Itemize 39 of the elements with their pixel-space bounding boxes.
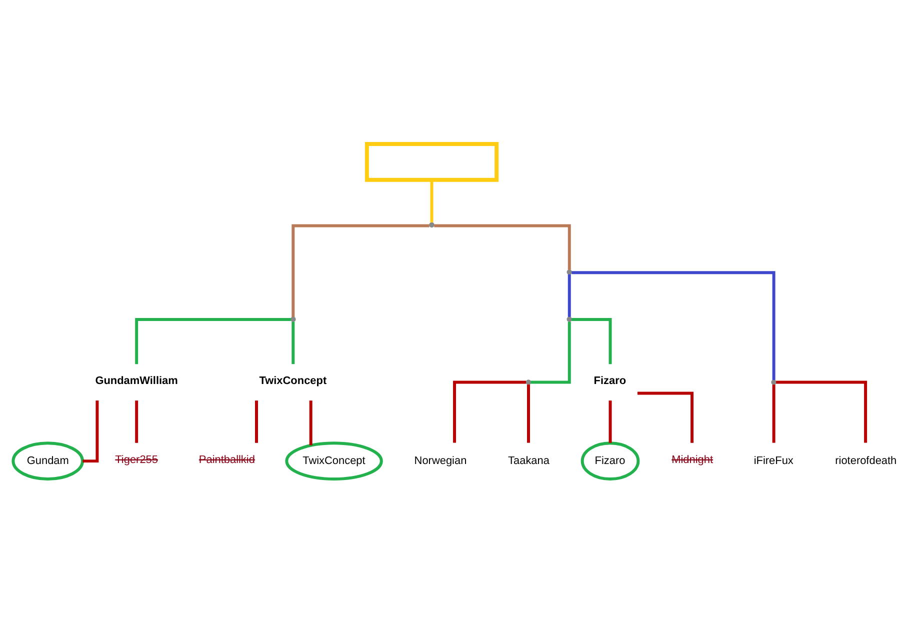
connector [135,400,138,442]
node-text: Midnight [672,453,713,466]
connector [255,400,258,442]
connector [572,317,612,364]
connector [292,321,295,364]
node-text: rioterofdeath [835,454,897,466]
connector [530,321,571,384]
node-text: Tiger255 [115,453,158,466]
node-text: Paintballkid [198,453,255,466]
node-text: Taakana [508,454,550,466]
connector [434,224,571,270]
node-text: iFireFux [754,454,794,466]
connector [568,274,571,316]
connector [572,270,776,380]
node-point [429,222,434,228]
connector [135,317,291,364]
connector [772,384,776,442]
node-box [364,142,499,182]
connector [453,380,526,442]
node-text: GundamWilliam [95,374,178,387]
node-ellipse: Gundam [12,441,84,480]
node-text: Norwegian [414,454,467,466]
node-text: Fizaro [594,374,626,387]
node-point [290,316,296,322]
connector [292,224,430,316]
connector [608,400,612,442]
connector [527,384,530,442]
connector [430,180,434,222]
connector [82,400,99,462]
node-ellipse: Fizaro [580,441,640,480]
connector [776,380,868,442]
node-ellipse: TwixConcept [285,441,383,480]
node-point [566,316,572,322]
connector [638,391,694,442]
node-text: TwixConcept [259,374,327,387]
node-point [526,379,532,384]
node-point [771,379,776,384]
node-point [566,268,572,274]
connector [309,400,312,445]
